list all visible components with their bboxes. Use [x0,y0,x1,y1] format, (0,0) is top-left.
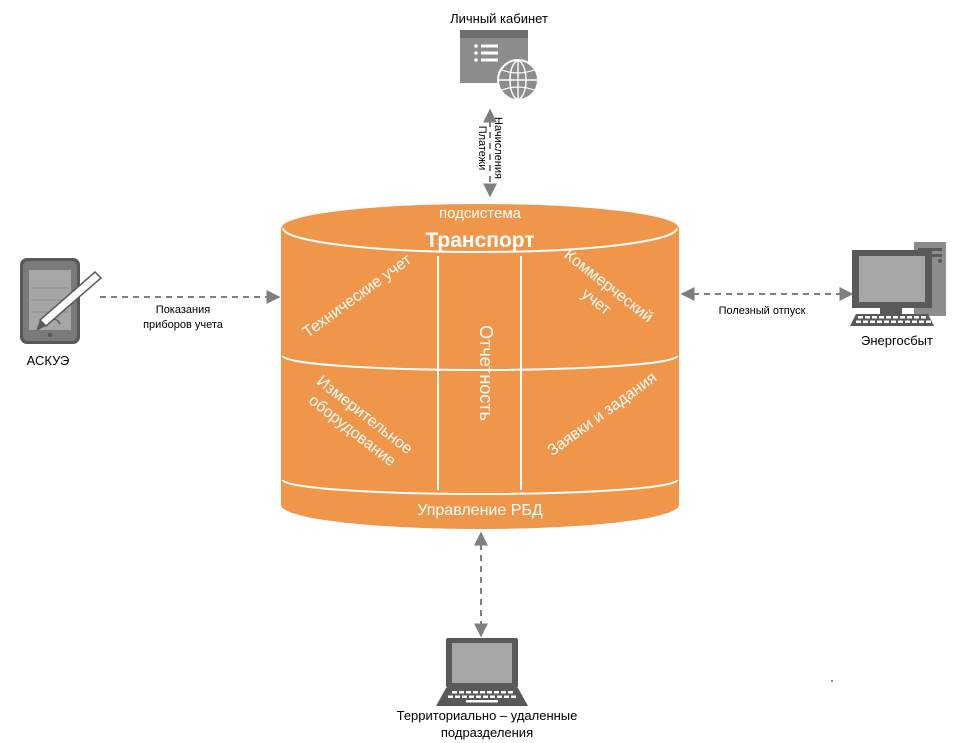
cylinder-lower-divider [282,479,678,495]
readings-label-line2: приборов учета [143,319,224,331]
personal-cabinet-label: Личный кабинет [450,11,548,26]
cylinder-top-front-edge [282,227,678,253]
transport-subsystem-cylinder: подсистема Транспорт Технические учет Ко… [280,202,680,529]
payments-label: Платежи [476,126,488,171]
desktop-computer-icon [850,242,946,326]
askue-label: АСКУЭ [27,353,70,368]
rbd-management-label: Управление РБД [417,502,543,519]
stray-dot [831,680,833,682]
cylinder-body [281,203,679,529]
cylinder-top-rim [280,202,680,228]
subsystem-caption: подсистема [439,205,522,222]
territorial-label-line2: подразделения [441,725,533,740]
tablet-stylus-icon [20,258,103,344]
territorial-label-line1: Территориально – удаленные [397,708,578,723]
readings-label-line1: Показания [156,304,210,316]
useful-supply-label: Полезный отпуск [719,305,806,317]
cylinder-middle-divider [282,355,678,371]
energosbyt-label: Энергосбыт [861,333,933,348]
subsystem-title: Транспорт [425,229,534,252]
laptop-computer-icon [436,638,528,706]
web-window-globe-icon [460,30,539,101]
accruals-label: Начисления [492,117,504,179]
cabinet-connector-label: Начисления Платежи [476,117,504,179]
section-reporting: Отчетность [476,325,496,421]
